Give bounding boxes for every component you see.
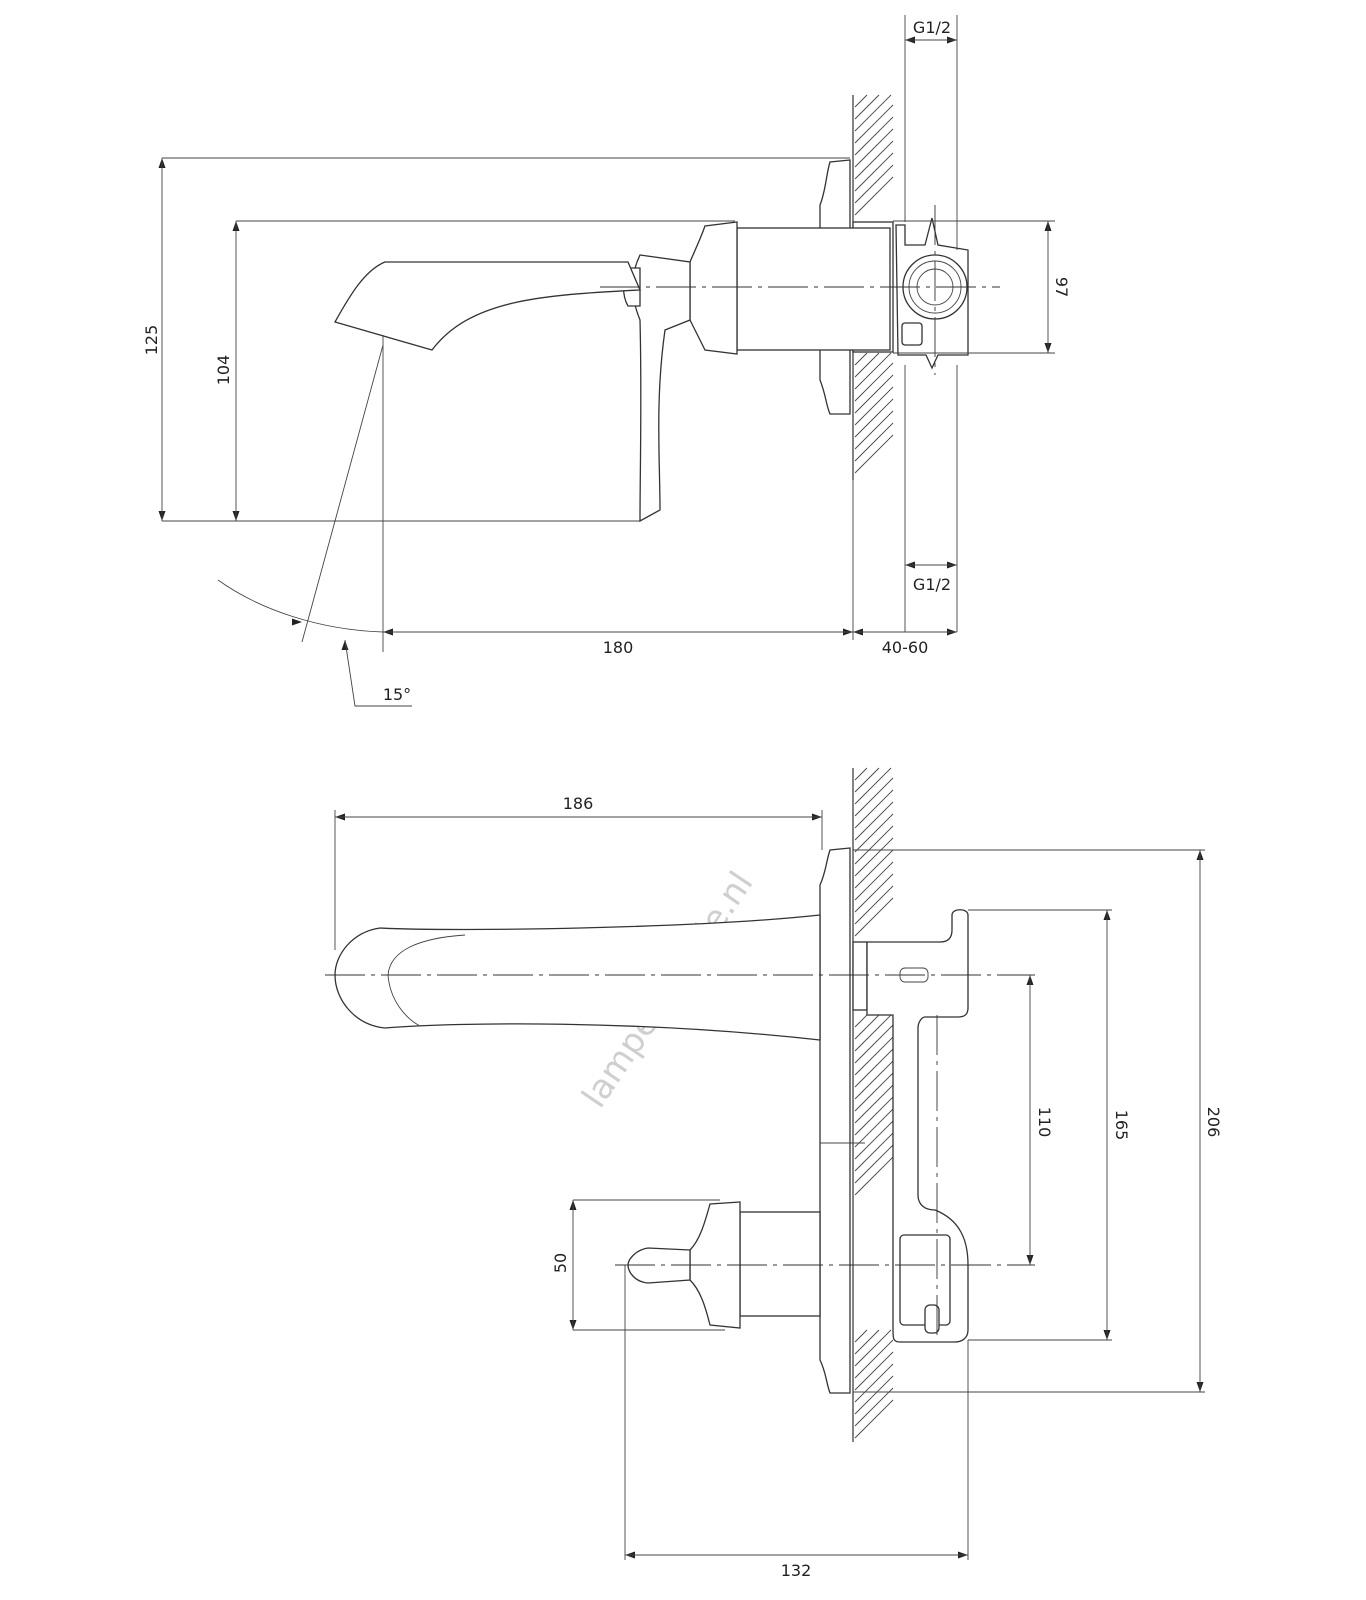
hatch-line	[854, 873, 894, 913]
dim-angle: 15°	[383, 685, 411, 704]
dim-104: 104	[214, 355, 233, 386]
hatch-line	[854, 1120, 894, 1160]
hatch-line	[854, 1036, 894, 1076]
hatch-line	[854, 825, 894, 865]
hatch-line	[854, 885, 894, 925]
extension-lines	[334, 810, 1205, 1560]
hatch-line	[854, 386, 894, 426]
hatch-line	[854, 1375, 894, 1415]
mixer-body	[736, 227, 891, 351]
escutcheon-plate	[819, 847, 851, 1394]
hatch-line	[854, 1329, 868, 1343]
hatch-line	[854, 352, 880, 378]
hatch-line	[854, 116, 894, 156]
dim-110: 110	[1035, 1107, 1054, 1138]
dim-97: 97	[1052, 277, 1071, 297]
arrowhead	[341, 640, 349, 650]
arrowhead	[292, 618, 302, 626]
dimension-lines	[335, 816, 1201, 1556]
connector-tab	[901, 322, 923, 346]
hatch-line	[854, 410, 894, 450]
top-view: 186 206 165 110 50 132	[325, 768, 1223, 1580]
valve-body	[739, 1211, 821, 1317]
hatch-line	[854, 140, 894, 180]
hatch-line	[854, 422, 894, 462]
handle-lever	[631, 254, 691, 523]
hatch-line	[854, 434, 894, 474]
hatch-line	[854, 374, 894, 414]
hatch-line	[854, 777, 894, 817]
hatch-line	[854, 1363, 894, 1403]
extension-lines	[162, 15, 1055, 640]
hatch-line	[854, 398, 894, 438]
hatch-line	[854, 789, 894, 829]
hatch-line	[854, 1084, 894, 1124]
hatch-line	[854, 94, 880, 120]
angle-leader	[344, 639, 412, 707]
angle-arc	[217, 579, 384, 633]
hatch-line	[854, 152, 894, 192]
hatch-line	[854, 104, 894, 144]
hatch-line	[854, 801, 894, 841]
hatch-line	[854, 1329, 880, 1355]
hatch-line	[854, 1014, 892, 1052]
dim-g-top: G1/2	[913, 18, 951, 37]
hatch-line	[854, 1060, 894, 1100]
hatch-line	[854, 94, 868, 108]
hatch-line	[854, 1096, 894, 1136]
mixer-body	[866, 909, 969, 1343]
wall-hatching	[854, 94, 894, 1439]
hatch-line	[854, 767, 892, 805]
dim-g-bottom: G1/2	[913, 575, 951, 594]
hatch-line	[854, 128, 894, 168]
connector-nut	[852, 941, 868, 1011]
dim-125: 125	[142, 325, 161, 356]
hatch-line	[854, 1072, 894, 1112]
hatch-line	[854, 767, 880, 793]
dim-186: 186	[563, 794, 594, 813]
hatch-line	[854, 1329, 892, 1367]
hatch-line	[854, 362, 894, 402]
dim-206: 206	[1204, 1107, 1223, 1138]
dim-40-60: 40-60	[882, 638, 929, 657]
hatch-line	[854, 1024, 894, 1064]
hatch-line	[854, 94, 892, 132]
hatch-line	[854, 1132, 894, 1172]
hatch-line	[854, 164, 894, 204]
hatch-line	[854, 176, 894, 216]
hatch-line	[854, 767, 868, 781]
body-cone	[689, 221, 738, 355]
handle-knob	[627, 1247, 691, 1284]
angle-line	[301, 344, 384, 643]
hatch-line	[854, 1156, 894, 1196]
hatch-line	[854, 813, 894, 853]
hatch-line	[854, 1339, 894, 1379]
hatch-line	[854, 1144, 894, 1184]
dim-50: 50	[551, 1253, 570, 1273]
hatch-line	[854, 897, 894, 937]
hatch-line	[854, 837, 894, 877]
spout	[334, 914, 821, 1041]
hatch-line	[854, 1399, 894, 1439]
hatch-line	[854, 1351, 894, 1391]
cartridge-pin	[924, 1304, 940, 1334]
hatch-line	[854, 849, 894, 889]
hatch-line	[854, 1387, 894, 1427]
hatch-line	[854, 352, 868, 366]
dim-180: 180	[603, 638, 634, 657]
hatch-line	[854, 1014, 868, 1028]
hatch-line	[854, 1048, 894, 1088]
hatch-line	[854, 1014, 880, 1040]
hatch-line	[854, 1108, 894, 1148]
hatch-line	[854, 352, 892, 390]
side-view: G1/2 G1/2 125 104 97 180 40-60 15°	[142, 15, 1071, 707]
dim-132: 132	[781, 1561, 812, 1580]
dim-165: 165	[1112, 1110, 1131, 1141]
dimension-lines	[161, 39, 1049, 633]
hatch-line	[854, 861, 894, 901]
spout	[334, 261, 641, 351]
